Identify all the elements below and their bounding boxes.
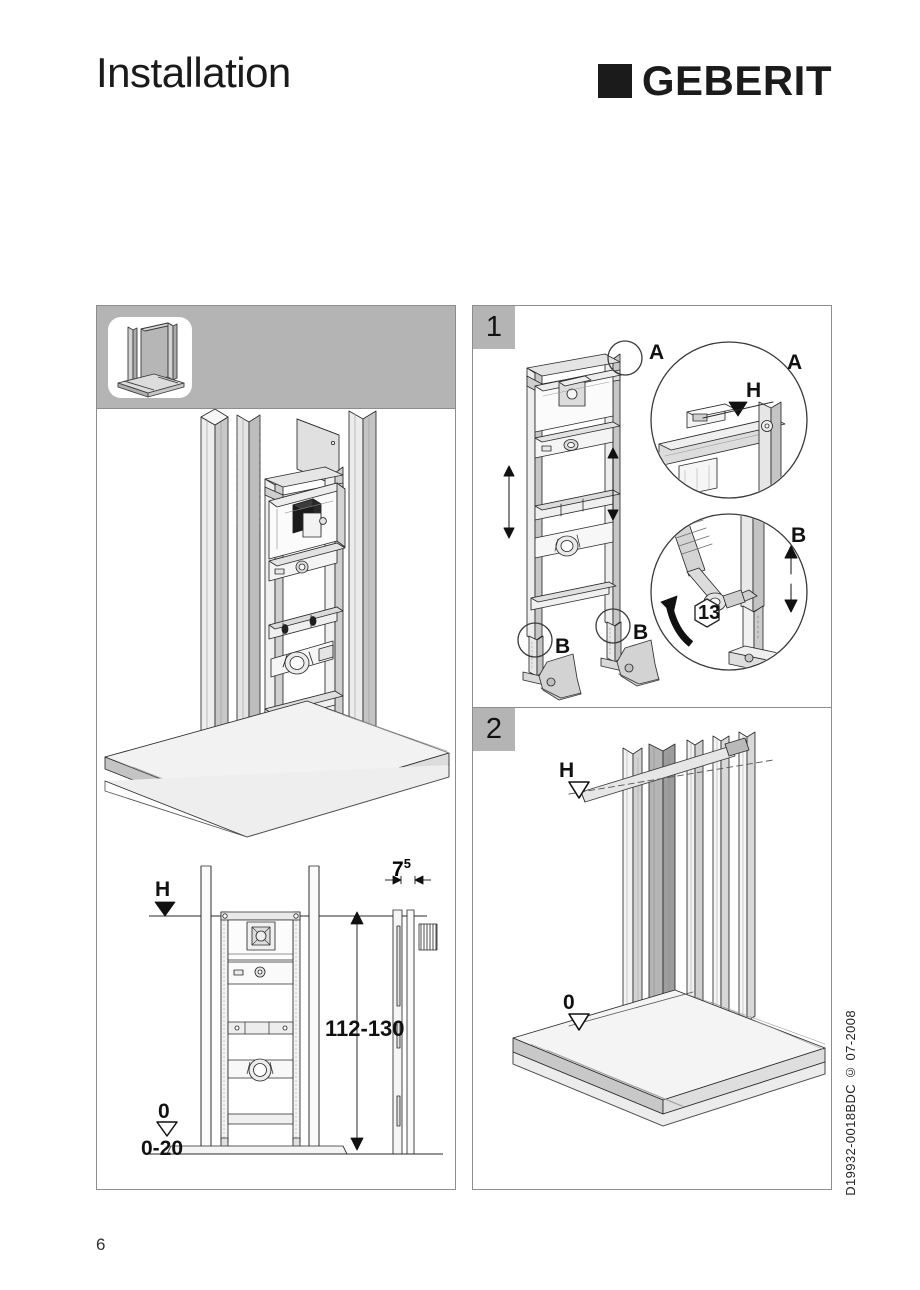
- page-number: 6: [96, 1235, 106, 1254]
- brand-name: GEBERIT: [641, 57, 832, 104]
- floor-tolerance-dimension: 0-20: [141, 1137, 184, 1160]
- page-title: Installation: [96, 49, 291, 96]
- wrench-size-label: 13: [698, 602, 721, 624]
- overview-panel: H 0 0-20 112-130 75: [96, 305, 456, 1190]
- geberit-logo: GEBERIT: [597, 57, 832, 104]
- step-2-section: 2: [473, 708, 831, 1190]
- steps-panel: 1: [472, 305, 832, 1190]
- callout-detail-a: A: [787, 351, 803, 374]
- logo-square-icon: [597, 64, 632, 98]
- step2-height-marker: H: [559, 759, 575, 782]
- depth-dimension-superscript: 5: [403, 856, 411, 871]
- step-2-illustration: [512, 731, 826, 1127]
- installation-frame-elevation: [97, 846, 457, 1190]
- callout-detail-b: B: [791, 524, 807, 547]
- frame-height-dimension: 112-130: [325, 1016, 405, 1041]
- document-code: D19932-0018BDC © 07-2008: [843, 1010, 858, 1196]
- step-1-illustration: [503, 340, 808, 701]
- elevation-height-marker: H: [155, 878, 171, 901]
- step-divider: [473, 707, 831, 708]
- step2-zero-marker: 0: [563, 991, 575, 1014]
- step-1-section: 1: [473, 306, 831, 707]
- product-isometric-thumbnail: [108, 317, 192, 398]
- step-2-number: 2: [473, 708, 515, 751]
- overview-gray-band: [97, 306, 455, 409]
- callout-foot-right-b: B: [633, 621, 649, 644]
- elevation-zero-marker: 0: [158, 1100, 170, 1123]
- callout-foot-left-b: B: [555, 635, 571, 658]
- callout-detail-h: H: [746, 379, 762, 402]
- depth-dimension-value: 7: [392, 858, 404, 881]
- step-1-number: 1: [473, 306, 515, 349]
- callout-frame-top-a: A: [649, 341, 665, 364]
- depth-dimension: 75: [392, 857, 411, 880]
- installation-frame-isometric: [97, 409, 457, 839]
